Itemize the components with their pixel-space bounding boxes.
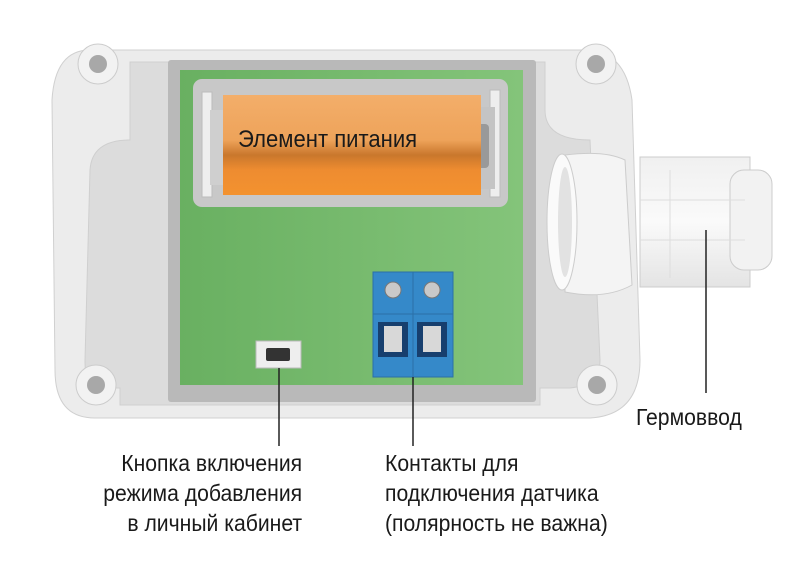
button-label-line: Кнопка включения: [121, 450, 302, 476]
contacts-label-line: Контакты для: [385, 450, 519, 476]
contacts-label-line: подключения датчика: [385, 480, 599, 506]
button-label: Кнопка включения режима добавления в лич…: [103, 448, 302, 538]
contacts-label-line: (полярность не важна): [385, 510, 608, 536]
screw-hole-icon: [77, 43, 119, 85]
button-label-line: в личный кабинет: [127, 510, 302, 536]
screw-hole-icon: [575, 43, 617, 85]
mode-button: [255, 340, 302, 369]
gland-label: Гермоввод: [636, 404, 742, 430]
screw-hole-icon: [75, 364, 117, 406]
battery-label: Элемент питания: [238, 126, 418, 153]
terminal-block: [372, 271, 454, 378]
screw-hole-icon: [576, 364, 618, 406]
button-label-line: режима добавления: [103, 480, 302, 506]
cable-gland: [546, 152, 773, 296]
contacts-label: Контакты для подключения датчика (полярн…: [385, 448, 608, 538]
battery: [193, 79, 508, 207]
